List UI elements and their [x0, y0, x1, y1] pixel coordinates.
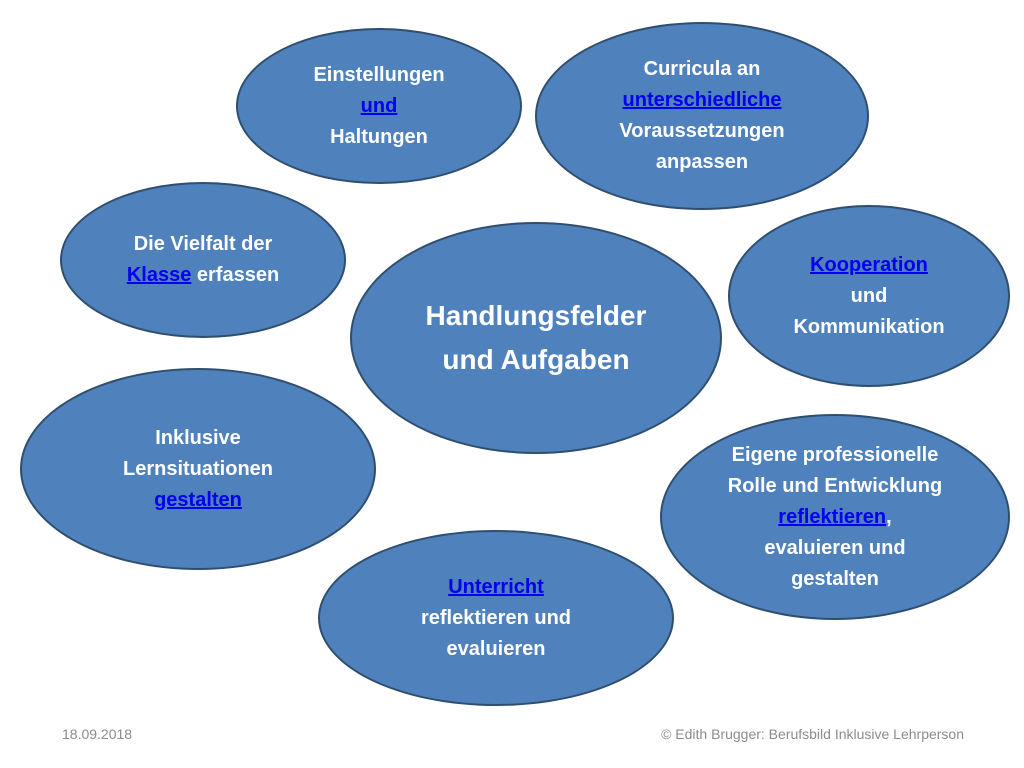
- vielfalt-link[interactable]: Klasse: [126, 264, 192, 286]
- unterricht-line3: evaluieren: [446, 637, 546, 660]
- curricula-line4: anpassen: [655, 151, 749, 173]
- curricula-line3: Voraussetzungen: [619, 120, 785, 142]
- bubble-kooperation: Kooperation und Kommunikation: [728, 205, 1010, 387]
- bubble-vielfalt: Die Vielfalt der Klasse erfassen: [60, 182, 346, 338]
- bubble-inklusive: Inklusive Lernsituationen gestalten: [20, 368, 376, 570]
- kooperation-link[interactable]: Kooperation: [810, 253, 928, 276]
- bubble-eigene: Eigene professionelle Rolle und Entwickl…: [660, 414, 1010, 620]
- kooperation-line3: Kommunikation: [793, 315, 945, 338]
- unterricht-line2: reflektieren und: [420, 606, 572, 629]
- curricula-link[interactable]: unterschiedliche: [622, 89, 782, 111]
- center-title-line2: und Aufgaben: [442, 344, 630, 375]
- bubble-einstellungen: Einstellungen und Haltungen: [236, 28, 522, 184]
- center-title-line1: Handlungsfelder: [425, 300, 647, 331]
- eigene-line5: gestalten: [791, 567, 879, 590]
- bubble-unterricht: Unterricht reflektieren und evaluieren: [318, 530, 674, 706]
- eigene-comma: ,: [886, 505, 892, 528]
- einstellungen-link[interactable]: und: [360, 94, 398, 117]
- inklusive-line2: Lernsituationen: [122, 457, 273, 480]
- eigene-link[interactable]: reflektieren: [778, 505, 887, 528]
- vielfalt-rest: erfassen: [191, 264, 280, 286]
- eigene-line2: Rolle und Entwicklung: [727, 474, 943, 497]
- eigene-line1: Eigene professionelle: [731, 443, 939, 466]
- bubble-curricula: Curricula an unterschiedliche Voraussetz…: [535, 22, 869, 210]
- curricula-line1: Curricula an: [643, 58, 761, 80]
- footer-date: 18.09.2018: [62, 726, 133, 742]
- kooperation-line2: und: [850, 284, 888, 307]
- inklusive-link[interactable]: gestalten: [154, 488, 242, 511]
- einstellungen-line1: Einstellungen: [313, 63, 445, 86]
- inklusive-line1: Inklusive: [155, 426, 241, 449]
- unterricht-link[interactable]: Unterricht: [448, 575, 544, 598]
- eigene-line4: evaluieren und: [764, 536, 906, 559]
- footer-copyright: © Edith Brugger: Berufsbild Inklusive Le…: [661, 726, 964, 742]
- center-bubble: Handlungsfelder und Aufgaben: [350, 222, 722, 454]
- einstellungen-line3: Haltungen: [330, 125, 428, 148]
- vielfalt-line1: Die Vielfalt der: [133, 233, 273, 255]
